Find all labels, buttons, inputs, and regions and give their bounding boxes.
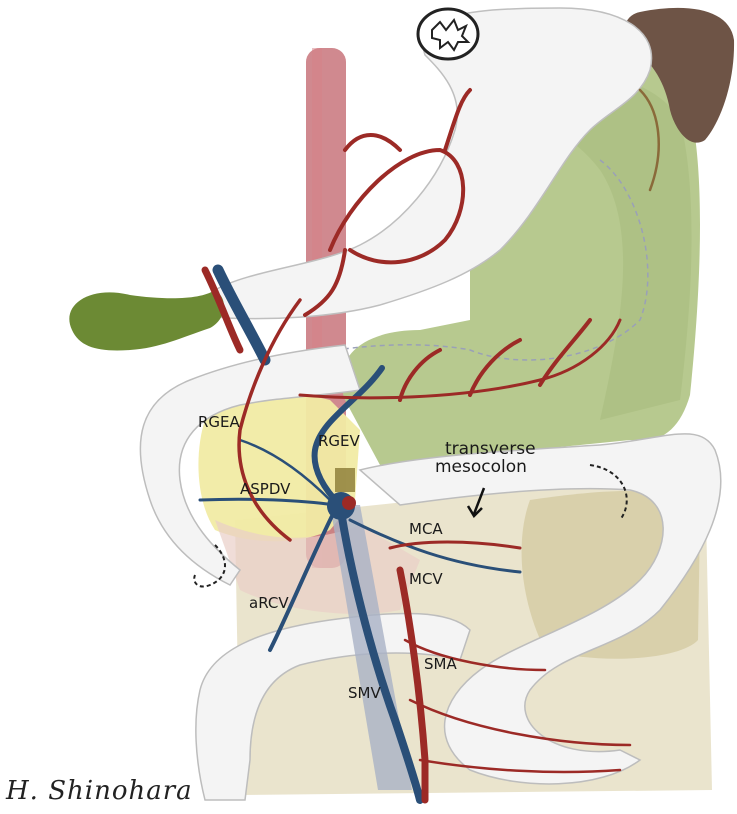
artist-signature: H. Shinohara <box>6 776 193 806</box>
label-mcv: MCV <box>409 572 443 587</box>
label-rgea: RGEA <box>198 415 240 430</box>
label-mca: MCA <box>409 522 443 537</box>
label-mesocolon-line2: mesocolon <box>435 459 536 477</box>
label-sma: SMA <box>424 657 457 672</box>
label-transverse-mesocolon: transverse mesocolon <box>435 441 536 477</box>
gallbladder <box>69 290 224 350</box>
label-smv: SMV <box>348 686 381 701</box>
label-aspdv: ASPDV <box>240 482 290 497</box>
label-arcv: aRCV <box>249 596 289 611</box>
label-rgev: RGEV <box>318 434 360 449</box>
